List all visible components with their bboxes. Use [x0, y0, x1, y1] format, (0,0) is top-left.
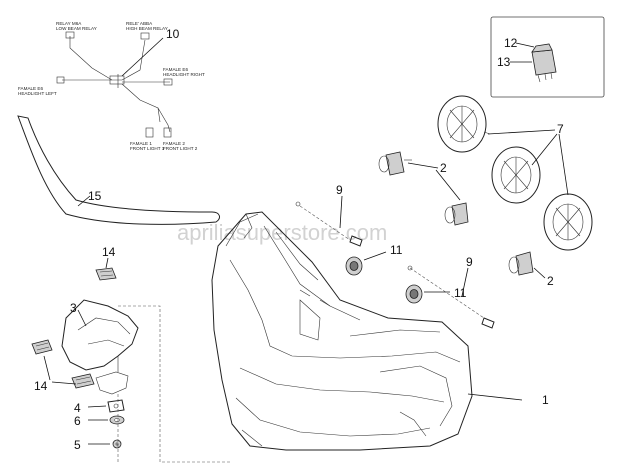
- clip-nut: [107, 399, 125, 413]
- callout-12: 12: [504, 36, 518, 50]
- assembly-guide-line: [117, 305, 230, 463]
- reflector-cover-1: [437, 95, 491, 153]
- callout-9-lower: 9: [466, 255, 473, 269]
- callout-6: 6: [74, 414, 81, 428]
- callout-10: 10: [166, 27, 180, 41]
- callout-15: 15: [88, 189, 102, 203]
- callout-2-upper: 2: [440, 161, 447, 175]
- front-light-2-connector: [163, 127, 172, 138]
- bulb-middle: [444, 202, 469, 226]
- label-front-light-2-line1: FAMALE 2: [163, 141, 185, 146]
- label-headlight-right-line2: HEADLIGHT RIGHT: [163, 72, 205, 77]
- callout-2-lower: 2: [547, 274, 554, 288]
- washer: [109, 415, 125, 425]
- low-beam-relay-connector: [65, 31, 75, 39]
- callout-4: 4: [74, 401, 81, 415]
- label-low-beam-relay-line2: LOW BEAM RELAY: [56, 26, 97, 31]
- bulb-upper: [378, 151, 412, 176]
- callout-14-upper: 14: [102, 245, 116, 259]
- callout-7: 7: [557, 122, 564, 136]
- grommet-upper: [345, 256, 363, 276]
- callout-13: 13: [497, 55, 511, 69]
- callout-3: 3: [70, 301, 77, 315]
- callout-5: 5: [74, 438, 81, 452]
- label-headlight-left-line1: FAMALE E6: [18, 86, 43, 91]
- rubber-pad-upper: [95, 267, 117, 281]
- headlight-assembly: [211, 211, 473, 451]
- label-high-beam-relay-line1: RELE' ABBA: [126, 21, 153, 26]
- mounting-bracket: [61, 299, 139, 395]
- rubber-pad-lower: [71, 373, 95, 389]
- label-front-light-1-line1: FAMALE 1: [130, 141, 152, 146]
- callout-14-lower: 14: [34, 379, 48, 393]
- callout-9-upper: 9: [336, 183, 343, 197]
- reflector-cover-2: [491, 146, 541, 204]
- screw-upper: [295, 201, 363, 247]
- label-high-beam-relay-line2: HIGH BEAM RELAY: [126, 26, 168, 31]
- headlight-right-connector: [163, 78, 173, 86]
- reflector-cover-3: [543, 193, 593, 251]
- front-light-1-connector: [145, 127, 154, 138]
- screw-lower: [407, 265, 495, 329]
- bulb-right: [508, 251, 534, 276]
- headlight-left-connector: [56, 76, 65, 84]
- high-beam-relay-connector: [140, 32, 150, 40]
- rubber-pad-left: [31, 339, 53, 355]
- label-low-beam-relay-line1: RELAY M6A: [56, 21, 82, 26]
- callout-11-lower: 11: [454, 286, 467, 300]
- label-front-light-1-line2: FRONT LIGHT 1: [130, 146, 165, 151]
- label-headlight-left-line2: HEADLIGHT LEFT: [18, 91, 57, 96]
- screw-small: [112, 439, 122, 449]
- callout-11-upper: 11: [390, 243, 403, 257]
- label-headlight-right-line1: FAMALE E6: [163, 67, 188, 72]
- callout-1: 1: [542, 393, 549, 407]
- wiring-harness: [56, 31, 173, 138]
- harness-junction: [109, 75, 125, 85]
- headlight-bezel-trim: [17, 115, 220, 225]
- grommet-lower: [405, 284, 423, 304]
- label-front-light-2-line2: FRONT LIGHT 2: [163, 146, 198, 151]
- relay: [531, 43, 557, 83]
- relay-detail-frame: [490, 16, 605, 98]
